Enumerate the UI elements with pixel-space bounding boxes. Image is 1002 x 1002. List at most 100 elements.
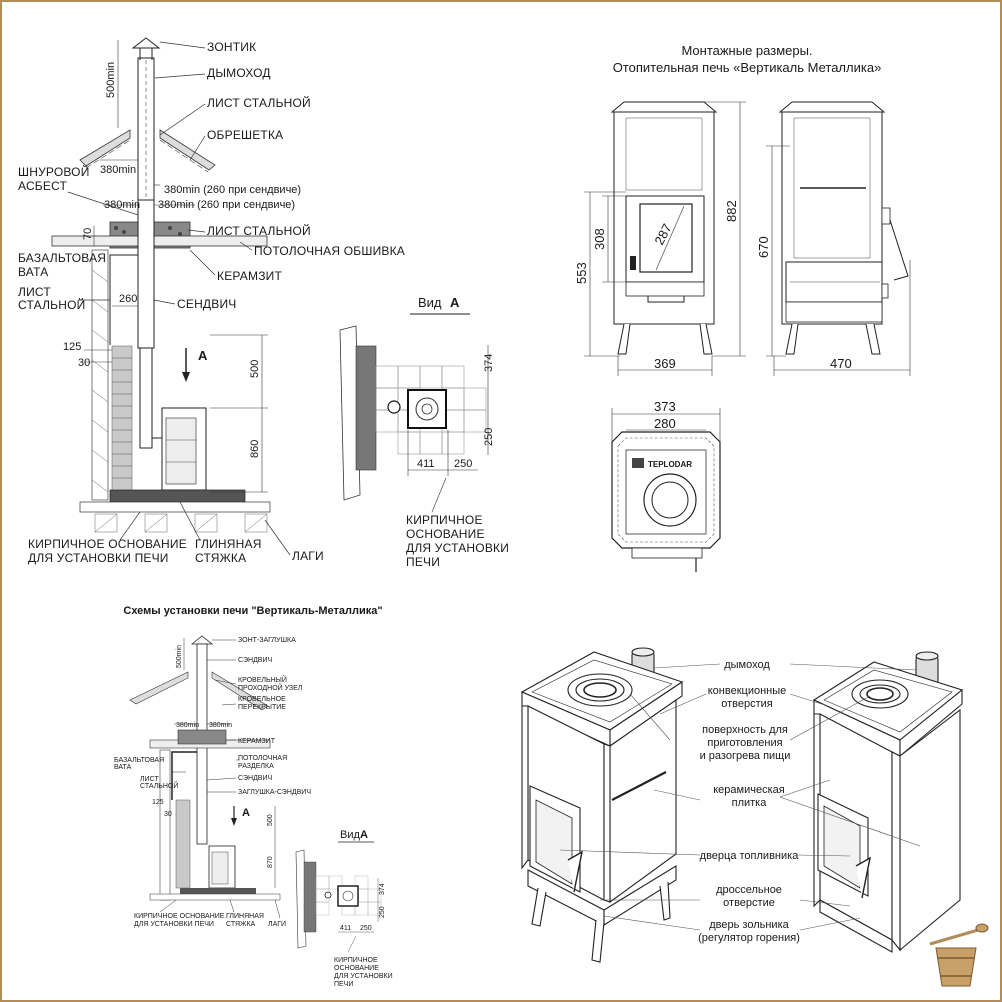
label-sendvich: СЕНДВИЧ <box>177 297 237 311</box>
roof-right-shape <box>159 129 216 171</box>
stove-illustration: дымоход конвекционные отверстия поверхно… <box>520 647 964 963</box>
small-list-1: ЛИСТ <box>140 776 159 783</box>
feature-surf-1: поверхность для <box>702 724 788 736</box>
small-potol-1: ПОТОЛОЧНАЯ <box>238 755 287 762</box>
feature-dymokhod: дымоход <box>724 659 770 671</box>
feature-dross-1: дроссельное <box>716 884 782 896</box>
small-dim-125: 125 <box>152 799 164 806</box>
brand-plate: TEPLODAR <box>648 460 692 469</box>
view-a-wall-shape <box>339 325 361 501</box>
small-zont: ЗОНТ-ЗАГЛУШКА <box>238 637 296 644</box>
dim-380min-b: 380min (260 при сендвиче) <box>164 184 301 196</box>
small-vosn-2: ОСНОВАНИЕ <box>334 965 379 972</box>
small-dim-380a: 380min <box>176 722 199 729</box>
dim-670: 670 <box>756 236 771 258</box>
feature-surf-3: и разогрева пищи <box>700 750 791 762</box>
view-a-diagram: Вид A 374 <box>339 295 509 569</box>
feature-konv-2: отверстия <box>721 698 773 710</box>
small-vosn-1: КИРПИЧНОЕ <box>334 957 378 964</box>
dim-70: 70 <box>82 228 94 240</box>
small-vid-a: A <box>360 829 368 841</box>
ceiling-board-shape <box>51 235 268 247</box>
dim-380min-d: 380min (260 при сендвиче) <box>158 199 295 211</box>
stove-3d-left <box>520 647 684 963</box>
dim-500: 500 <box>249 360 261 378</box>
view-a-dim-411: 411 <box>417 458 435 470</box>
small-keramzit: КЕРАМЗИТ <box>238 738 276 745</box>
view-a-title: Вид <box>418 295 442 310</box>
label-list-stalnoy-top: ЛИСТ СТАЛЬНОЙ <box>207 95 311 110</box>
arrow-a-label: A <box>198 348 208 363</box>
label-osnovanie-2: ДЛЯ УСТАНОВКИ ПЕЧИ <box>28 551 169 565</box>
roof-left-shape <box>79 129 131 167</box>
label-keramzit: КЕРАМЗИТ <box>217 269 282 283</box>
label-osnovanie-1: КИРПИЧНОЕ ОСНОВАНИЕ <box>28 537 187 551</box>
label-lagi: ЛАГИ <box>292 549 324 563</box>
dim-373: 373 <box>654 399 676 414</box>
view-a-dim-374: 374 <box>483 354 495 372</box>
small-scheme-title: Схемы установки печи "Вертикаль-Металлик… <box>123 605 382 617</box>
mounting-title-2: Отопительная печь «Вертикаль Металлика» <box>613 60 882 75</box>
floor-shape <box>79 501 271 513</box>
label-dymokhod: ДЫМОХОД <box>207 66 271 80</box>
label-bazalt-2: ВАТА <box>18 265 48 279</box>
small-krov-4: ПЕРЕКРЫТИЕ <box>238 704 286 711</box>
dim-380min-c: 380min <box>104 199 140 211</box>
view-a-osnovanie-1: КИРПИЧНОЕ <box>406 513 483 527</box>
stove-3d-right <box>812 651 964 953</box>
small-vid: Вид <box>340 829 360 841</box>
view-a-dim-250v: 250 <box>483 428 495 446</box>
feature-zoln-2: (регулятор горения) <box>698 932 800 944</box>
small-krov-1: КРОВЕЛЬНЫЙ <box>238 675 287 684</box>
small-dim-500min: 500min <box>176 645 183 668</box>
small-glina-2: СТЯЖКА <box>226 921 256 928</box>
label-potolochnaya: ПОТОЛОЧНАЯ ОБШИВКА <box>254 244 405 258</box>
small-krov-2: ПРОХОДНОЙ УЗЕЛ <box>238 683 303 692</box>
small-bazalt-2: ВАТА <box>114 764 132 771</box>
brick-screen-shape <box>111 345 133 493</box>
label-shnurovoy-2: АСБЕСТ <box>18 179 68 193</box>
feature-surf-2: приготовления <box>707 737 782 749</box>
small-arrow-a: A <box>242 807 250 819</box>
view-a-dim-250h: 250 <box>454 458 472 470</box>
small-view-dim-411: 411 <box>340 925 351 932</box>
dim-470: 470 <box>830 356 852 371</box>
top-view-shape: TEPLODAR <box>611 431 721 572</box>
front-view-shape <box>610 101 718 355</box>
small-view-dim-250: 250 <box>360 925 372 932</box>
chimney-cap-shape <box>131 37 161 49</box>
feature-ker-2: плитка <box>732 797 768 809</box>
side-view-shape <box>778 101 909 355</box>
dim-553: 553 <box>574 262 589 284</box>
dim-369: 369 <box>654 356 676 371</box>
label-shnurovoy-1: ШНУРОВОЙ <box>18 164 90 179</box>
small-dim-870: 870 <box>267 856 274 868</box>
view-a-letter: A <box>450 295 460 310</box>
small-bazalt-1: БАЗАЛЬТОВАЯ <box>114 757 164 764</box>
dim-125: 125 <box>63 341 81 353</box>
sandwich-pipe-shape <box>137 199 155 349</box>
small-zaglushka: ЗАГЛУШКА-СЭНДВИЧ <box>238 789 311 796</box>
feature-dverca: дверца топливника <box>700 850 800 862</box>
small-krov-3: КРОВЕЛЬНОЕ <box>238 696 286 703</box>
dim-308: 308 <box>592 228 607 250</box>
view-a-osnovanie-4: ПЕЧИ <box>406 555 440 569</box>
small-dim-380b: 380min <box>209 722 232 729</box>
small-dim-500: 500 <box>267 814 274 826</box>
small-view-dim-250v: 250 <box>379 906 386 918</box>
label-list-left-2: СТАЛЬНОЙ <box>18 297 85 312</box>
label-zontik: ЗОНТИК <box>207 40 256 54</box>
small-lagi: ЛАГИ <box>268 921 286 928</box>
mounting-dimensions: Монтажные размеры. Отопительная печь «Ве… <box>574 43 911 572</box>
dim-500min: 500min <box>105 62 117 98</box>
small-sendvich-2: СЭНДВИЧ <box>238 775 273 782</box>
dim-260: 260 <box>119 293 137 305</box>
feature-ker-1: керамическая <box>713 784 785 796</box>
small-vosn-4: ПЕЧИ <box>334 981 353 988</box>
small-list-2: СТАЛЬНОЙ <box>140 781 178 790</box>
feature-dross-2: отверстие <box>723 897 775 909</box>
small-vosn-3: ДЛЯ УСТАНОВКИ <box>334 973 393 980</box>
dim-30: 30 <box>78 357 90 369</box>
